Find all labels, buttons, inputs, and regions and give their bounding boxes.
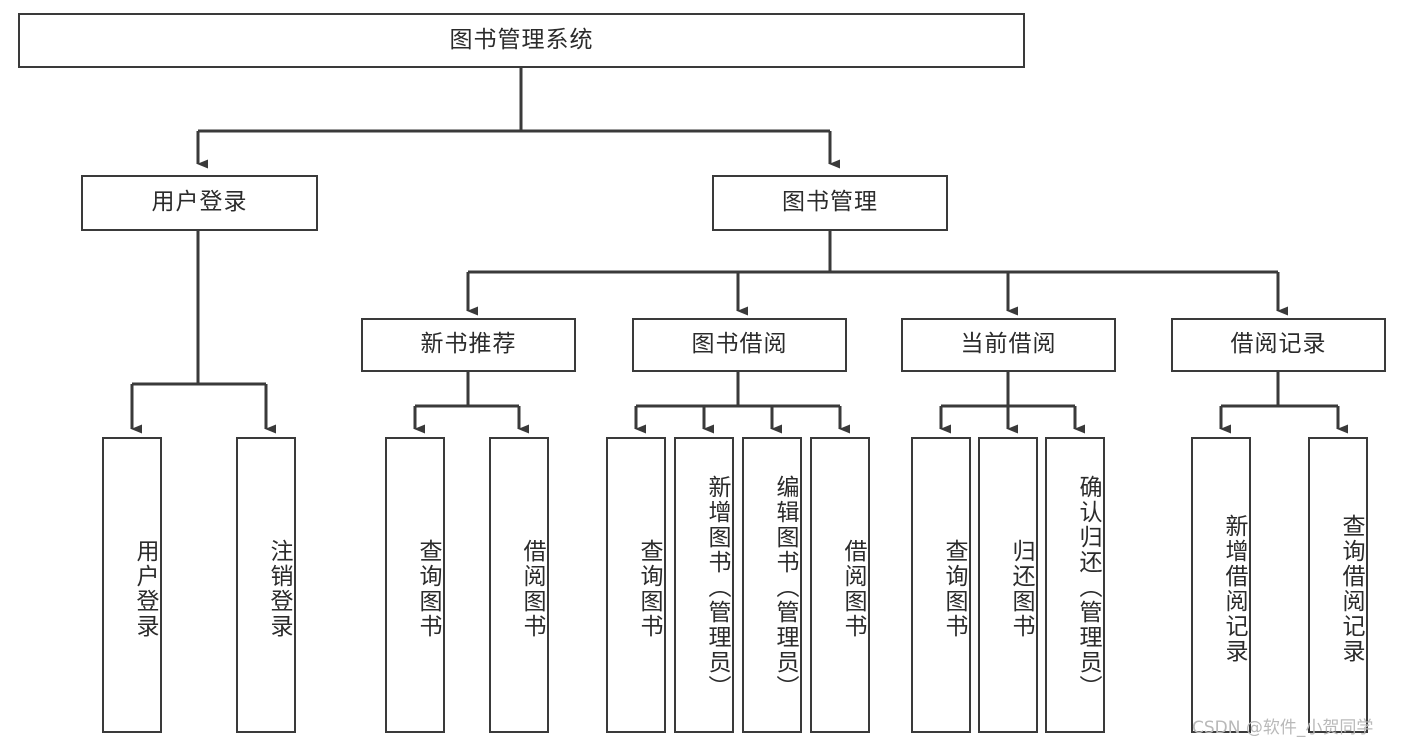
node-label: 借阅记录 xyxy=(1230,331,1327,358)
leaf-query-borrow-record[interactable]: 查询借阅记录 xyxy=(1308,437,1368,733)
node-root-book-management-system[interactable]: 图书管理系统 xyxy=(18,13,1025,68)
node-label: 借阅图书 xyxy=(840,539,866,639)
node-label: 图书管理系统 xyxy=(449,26,594,53)
node-label: 新书推荐 xyxy=(420,331,517,358)
node-label: 新增图书（管理员） xyxy=(704,474,730,700)
node-label: 注销登录 xyxy=(266,539,292,639)
node-new-book-recommend[interactable]: 新书推荐 xyxy=(361,318,576,372)
node-label: 确认归还（管理员） xyxy=(1075,474,1101,700)
node-book-borrow[interactable]: 图书借阅 xyxy=(632,318,847,372)
node-label: 当前借阅 xyxy=(960,331,1057,358)
leaf-query-book-current[interactable]: 查询图书 xyxy=(911,437,971,733)
node-label: 编辑图书（管理员） xyxy=(772,474,798,700)
node-user-login[interactable]: 用户登录 xyxy=(81,175,318,231)
leaf-borrow-book-recommend[interactable]: 借阅图书 xyxy=(489,437,549,733)
leaf-add-borrow-record[interactable]: 新增借阅记录 xyxy=(1191,437,1251,733)
node-label: 借阅图书 xyxy=(519,539,545,639)
node-borrow-record[interactable]: 借阅记录 xyxy=(1171,318,1386,372)
node-label: 用户登录 xyxy=(132,539,158,639)
node-book-management[interactable]: 图书管理 xyxy=(712,175,948,231)
csdn-watermark: CSDN @软件_小贺同学 xyxy=(1192,718,1374,738)
node-label: 查询图书 xyxy=(415,539,441,639)
node-label: 查询借阅记录 xyxy=(1338,514,1364,664)
node-label: 归还图书 xyxy=(1008,539,1034,639)
node-label: 查询图书 xyxy=(941,539,967,639)
node-label: 查询图书 xyxy=(636,539,662,639)
node-label: 用户登录 xyxy=(151,189,248,216)
leaf-confirm-return-admin[interactable]: 确认归还（管理员） xyxy=(1045,437,1105,733)
leaf-edit-book-admin[interactable]: 编辑图书（管理员） xyxy=(742,437,802,733)
leaf-logout-login[interactable]: 注销登录 xyxy=(236,437,296,733)
leaf-query-book-borrow[interactable]: 查询图书 xyxy=(606,437,666,733)
node-current-borrow[interactable]: 当前借阅 xyxy=(901,318,1116,372)
node-label: 图书管理 xyxy=(782,189,878,216)
leaf-user-login[interactable]: 用户登录 xyxy=(102,437,162,733)
leaf-borrow-book[interactable]: 借阅图书 xyxy=(810,437,870,733)
leaf-add-book-admin[interactable]: 新增图书（管理员） xyxy=(674,437,734,733)
node-label: 图书借阅 xyxy=(691,331,788,358)
leaf-query-book-recommend[interactable]: 查询图书 xyxy=(385,437,445,733)
node-label: 新增借阅记录 xyxy=(1221,514,1247,664)
leaf-return-book[interactable]: 归还图书 xyxy=(978,437,1038,733)
